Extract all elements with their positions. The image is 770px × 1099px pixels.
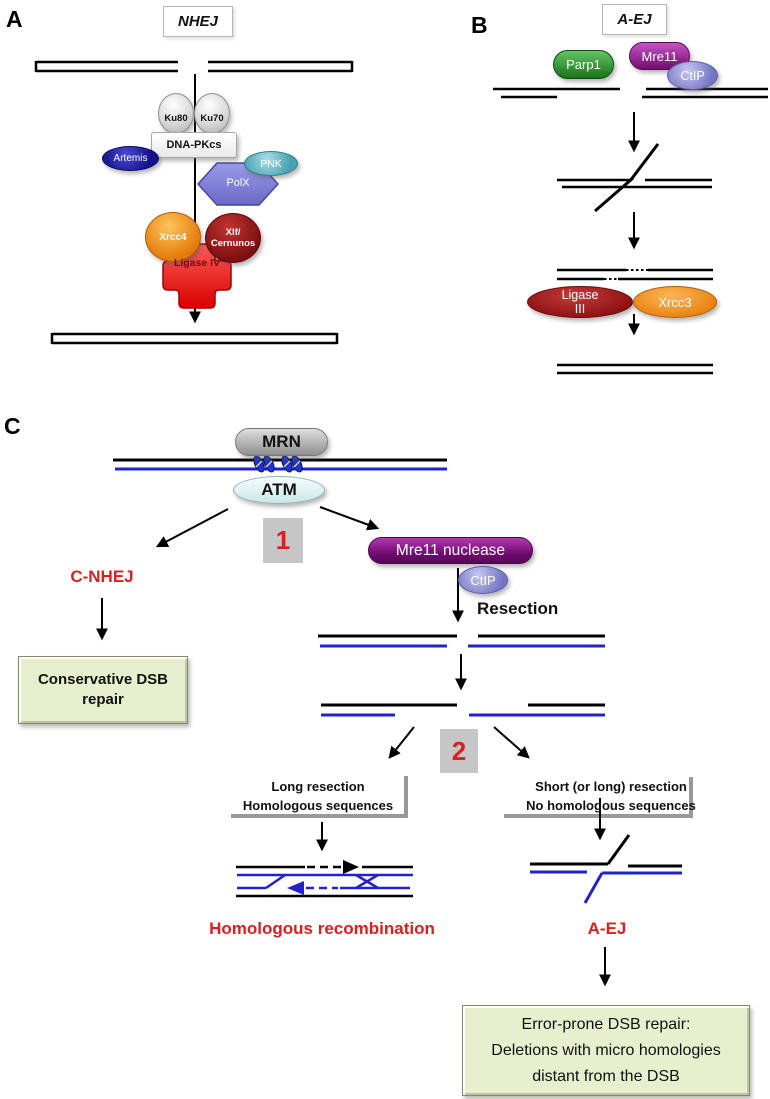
- panel-a-title: NHEJ: [163, 6, 233, 37]
- atm-protein: ATM: [233, 476, 325, 504]
- artemis-protein: Artemis: [102, 146, 159, 171]
- ligase-iv-label: Ligase IV: [173, 257, 221, 269]
- left-condition-line2: Homologous sequences: [242, 798, 394, 813]
- ligase-iii-line2: III: [574, 302, 586, 316]
- left-condition-bracket: [231, 776, 408, 818]
- xrcc3-protein: Xrcc3: [633, 286, 717, 318]
- left-condition-line1: Long resection: [271, 779, 365, 794]
- panel-b-title: A-EJ: [602, 4, 667, 35]
- aej-result-label: A-EJ: [587, 919, 627, 938]
- panel-a-dna-broken: [34, 60, 354, 73]
- xlf-cernunos-protein: Xlf/ Cernunos: [205, 213, 261, 263]
- panel-b-flap-intermediate: [557, 143, 712, 213]
- ctip-protein-c: CtIP: [458, 566, 508, 594]
- atm-right-arrow: [319, 506, 380, 531]
- right-condition-bracket: [504, 777, 693, 818]
- mre11-nuclease-protein: Mre11 nuclease: [368, 537, 533, 564]
- ligase-iii-protein: Ligase III: [527, 286, 633, 318]
- mrn-complex: MRN: [235, 428, 328, 456]
- ligase-iii-line1: Ligase: [561, 288, 599, 302]
- xrcc4-protein: Xrcc4: [145, 212, 201, 262]
- left-condition-label: Long resection Homologous sequences: [232, 777, 404, 815]
- conservative-line2: repair: [82, 691, 124, 708]
- resection-label: Resection: [477, 599, 559, 618]
- error-box-line1: Error-prone DSB repair:: [521, 1015, 691, 1033]
- panel-b-dna-broken: [493, 87, 768, 99]
- conservative-repair-box: Conservative DSB repair: [18, 656, 188, 724]
- panel-a-dna-repaired: [50, 332, 339, 345]
- panel-c-dna-row1: [318, 634, 605, 648]
- panel-c-dna-top: [113, 458, 447, 471]
- error-prone-repair-box: Error-prone DSB repair: Deletions with m…: [462, 1005, 750, 1096]
- dna-pkcs-protein: DNA-PKcs: [151, 132, 237, 158]
- xlf-label-line1: Xlf/: [225, 227, 241, 238]
- step-2-badge: 2: [440, 729, 478, 773]
- aej-flap-diagram: [530, 834, 682, 904]
- ku80-protein: Ku80: [158, 93, 194, 134]
- parp1-protein: Parp1: [553, 50, 614, 79]
- right-condition-line2: No homologous sequences: [526, 798, 696, 813]
- branch-right-arrow: [493, 726, 530, 759]
- ctip-protein-b: CtIP: [667, 61, 718, 90]
- branch-left-arrow: [388, 726, 415, 759]
- polx-protein-label: PolX: [226, 177, 250, 189]
- panel-b-annealed-dna: [557, 268, 713, 281]
- error-box-line2: Deletions with micro homologies: [491, 1041, 721, 1059]
- error-box-line3: distant from the DSB: [532, 1067, 680, 1085]
- c-nhej-label: C-NHEJ: [70, 567, 134, 586]
- right-condition-line1: Short (or long) resection: [535, 779, 687, 794]
- panel-a-letter: A: [6, 6, 23, 32]
- hr-strand-invasion-diagram: [236, 860, 413, 898]
- step-1-badge: 1: [263, 518, 303, 563]
- right-condition-label: Short (or long) resection No homologous …: [510, 777, 712, 815]
- homologous-recombination-label: Homologous recombination: [209, 919, 435, 938]
- pnk-protein: PNK: [244, 151, 298, 176]
- panel-c-dna-resected: [321, 703, 605, 717]
- dna-damage-coils: [253, 455, 303, 473]
- panel-c-letter: C: [4, 413, 21, 439]
- panel-b-dna-repaired: [557, 363, 713, 375]
- xlf-label-line2: Cernunos: [210, 238, 256, 249]
- panel-b-letter: B: [471, 12, 488, 38]
- ku70-protein: Ku70: [194, 93, 230, 134]
- atm-left-arrow: [155, 508, 229, 548]
- conservative-line1: Conservative DSB: [37, 671, 169, 688]
